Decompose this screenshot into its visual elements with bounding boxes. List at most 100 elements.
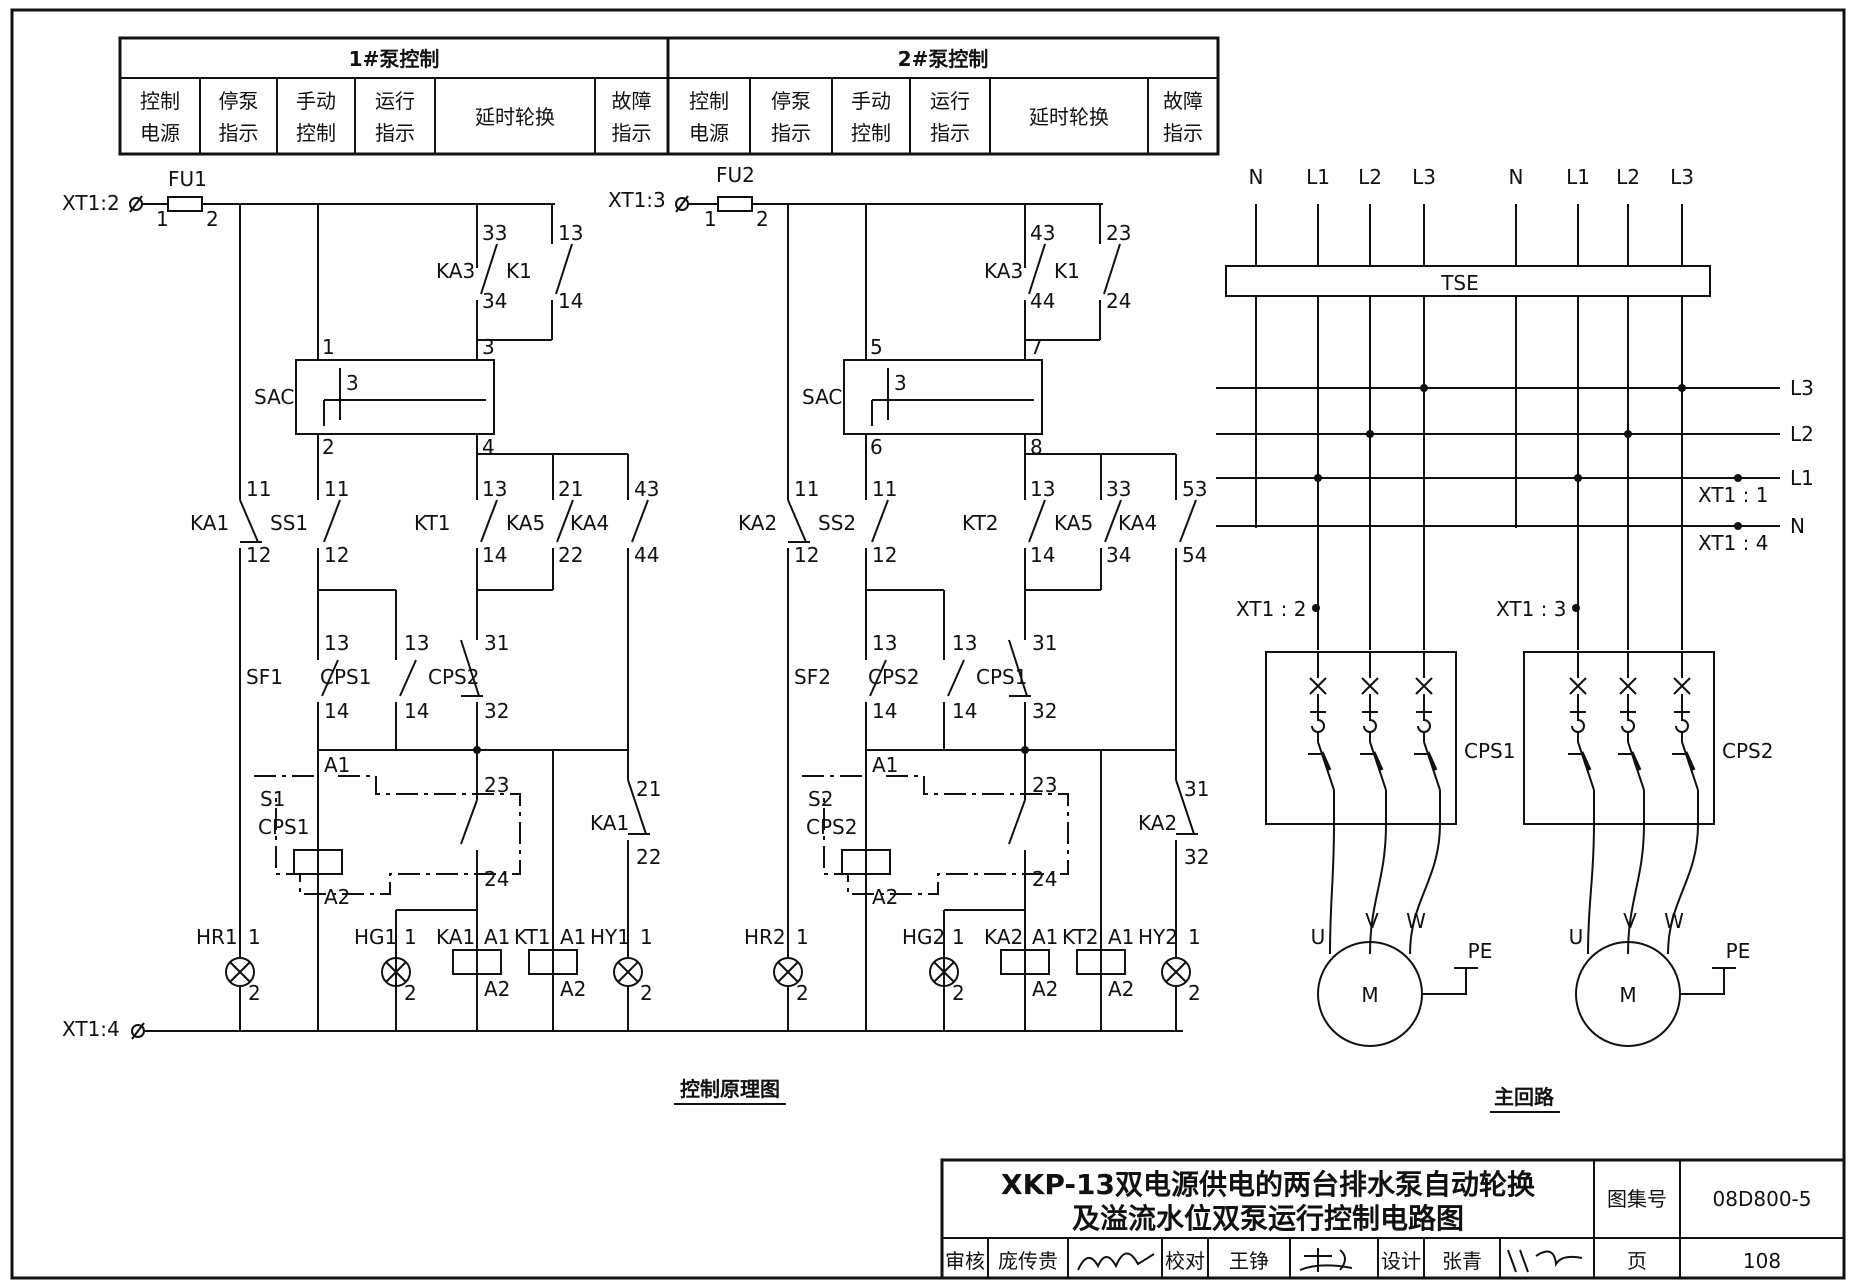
supply2-l3: L3 [1670, 165, 1694, 189]
label-tse: TSE [1440, 271, 1479, 295]
label-coil-kt2: KT2 [1062, 925, 1099, 949]
contact-k1 [1103, 243, 1121, 295]
pin: 13 [558, 221, 583, 245]
pin: 53 [1182, 477, 1207, 501]
pin: 1 [322, 335, 335, 359]
trip-icon [1571, 712, 1585, 733]
pin: A1 [1032, 925, 1058, 949]
pin: 12 [872, 543, 897, 567]
pin: 13 [404, 631, 429, 655]
lamp-hg2-icon [929, 957, 959, 987]
terminal-xt1-4-label: XT1:4 [62, 1017, 120, 1041]
pin: A1 [1108, 925, 1134, 949]
pin: 1 [796, 925, 809, 949]
coil-kt1 [528, 949, 578, 975]
contact-ka4 [631, 499, 649, 543]
contact-ka4 [1179, 499, 1197, 543]
page-label: 页 [1627, 1249, 1647, 1273]
supply1-l2: L2 [1358, 165, 1382, 189]
contact-ka1-nc2 [627, 779, 647, 835]
motor-lead [1587, 823, 1595, 955]
drawing-title-line2: 及溢流水位双泵运行控制电路图 [1072, 1202, 1464, 1235]
pin: 43 [634, 477, 659, 501]
contact-ka2-nc [787, 499, 807, 543]
label-ka2: KA2 [738, 511, 777, 535]
label-kt2: KT2 [962, 511, 999, 535]
bus-l1: L1 [1790, 466, 1814, 490]
junction-dot [1734, 522, 1742, 530]
contact-ka5 [1104, 499, 1122, 543]
pin: 31 [484, 631, 509, 655]
pump2-col-5-line1: 故障 [1163, 89, 1203, 113]
mechanical-link [254, 775, 521, 895]
label-hg2: HG2 [902, 925, 945, 949]
header-pump2: 2#泵控制 [898, 47, 989, 71]
pin: 14 [1030, 543, 1055, 567]
label-sac: SAC [802, 385, 842, 409]
contact-ka1-nc [239, 499, 259, 543]
label-coil-kt1: KT1 [514, 925, 551, 949]
pin: 2 [952, 981, 965, 1005]
coil-ka2 [1000, 949, 1050, 975]
trip-icon [1311, 712, 1325, 733]
label-motor: M [1619, 983, 1636, 1007]
pin: 43 [1030, 221, 1055, 245]
pin: A1 [872, 753, 898, 777]
pin: 3 [482, 335, 495, 359]
motor-lead [1329, 823, 1335, 955]
page-number: 108 [1743, 1249, 1781, 1273]
checker-signature [1299, 1248, 1353, 1272]
pin: 34 [1106, 543, 1131, 567]
pin: 24 [1032, 867, 1057, 891]
pin: 32 [1032, 699, 1057, 723]
pump2-col-5-line2: 指示 [1163, 121, 1203, 145]
label-hr2: HR2 [744, 925, 786, 949]
pump2-col-1-line2: 指示 [771, 121, 811, 145]
reviewer-name: 庞传贵 [998, 1249, 1058, 1273]
motor-lead [1667, 823, 1699, 955]
header-table: 1#泵控制 2#泵控制 控制电源停泵指示手动控制运行指示延时轮换故障指示控制电源… [118, 36, 1220, 156]
contact-kt1 [480, 499, 498, 543]
drawing-title-line1: XKP-13双电源供电的两台排水泵自动轮换 [1001, 1168, 1536, 1201]
svg-text:2: 2 [206, 207, 219, 231]
pin: 6 [870, 435, 883, 459]
svg-text:1: 1 [704, 207, 717, 231]
pin: A1 [560, 925, 586, 949]
coil-cps1 [293, 849, 343, 875]
pin: 1 [248, 925, 261, 949]
label-s2: S2 [808, 787, 833, 811]
label-pe: PE [1468, 939, 1493, 963]
pin: A1 [484, 925, 510, 949]
pin: 12 [246, 543, 271, 567]
terminal-xt1-4b: XT1 : 4 [1698, 531, 1768, 555]
supply1-n: N [1249, 165, 1264, 189]
label-k1: K1 [1054, 259, 1080, 283]
supply1-l1: L1 [1306, 165, 1330, 189]
label-ka4: KA4 [570, 511, 609, 535]
contact-cps2 [460, 639, 480, 697]
pump1-col-0-line2: 电源 [140, 121, 180, 145]
label-kt1: KT1 [414, 511, 451, 535]
pin: A2 [872, 885, 898, 909]
breaker-cps1 [1265, 651, 1457, 825]
pin: 3 [894, 371, 907, 395]
pin: 2 [248, 981, 261, 1005]
label-breaker-cps2: CPS2 [1722, 739, 1773, 763]
check-label: 校对 [1165, 1249, 1205, 1273]
pin: 14 [482, 543, 507, 567]
pin: 7 [1030, 335, 1043, 359]
terminal-xt1-1: XT1 : 1 [1698, 483, 1768, 507]
pin: 2 [322, 435, 335, 459]
review-label: 审核 [945, 1249, 985, 1273]
caption-main: 主回路 [1494, 1085, 1555, 1109]
terminal-xt12: XT1 : 2 [1236, 597, 1306, 621]
pin: 24 [484, 867, 509, 891]
pin: 8 [1030, 435, 1043, 459]
label-ka1: KA1 [190, 511, 229, 535]
drawing-frame [10, 8, 1846, 1280]
label-u: U [1569, 925, 1584, 949]
coil-ka1 [452, 949, 502, 975]
label-sf2: SF2 [794, 665, 831, 689]
pin: 5 [870, 335, 883, 359]
